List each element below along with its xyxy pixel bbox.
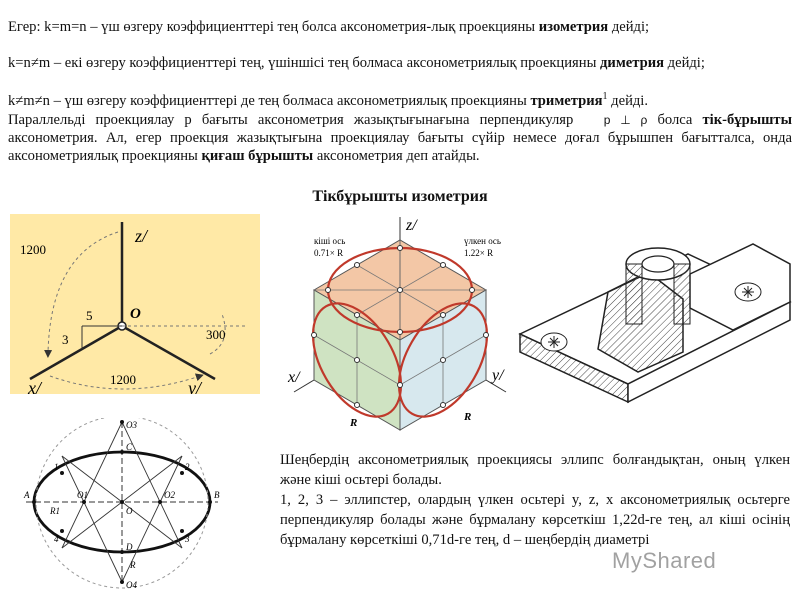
label-b: B: [214, 490, 220, 500]
p4-text-d: аксонометрия. Ал, егер проекция жазықтығ…: [8, 130, 792, 164]
label-1: 1: [54, 462, 59, 472]
p4-text-f: аксонометрия деп атайды.: [313, 148, 480, 164]
p1-end: дейді;: [608, 19, 650, 35]
p4-text-b: болса: [647, 112, 703, 128]
explanation-line-1: Шеңбердің аксонометриялық проекциясы элл…: [280, 452, 790, 488]
ellipse-explanation: Шеңбердің аксонометриялық проекциясы элл…: [266, 450, 790, 550]
term-isometry: изометрия: [538, 19, 609, 35]
angle-label-right: 300: [206, 327, 226, 342]
radius-label-left: R: [349, 417, 357, 429]
major-axis-coef: 1.22× R: [464, 248, 493, 258]
p3-text: k≠m≠n – үш өзгеру коэффициенттері де тең…: [8, 92, 531, 109]
paragraph-trimetry: k≠m≠n – үш өзгеру коэффициенттері де тең…: [8, 88, 792, 110]
label-r: R: [129, 560, 136, 570]
footnote-mark: 1: [602, 91, 608, 102]
angle-label-bottom: 1200: [110, 372, 136, 387]
explanation-line-2: 1, 2, 3 – эллипстер, олардың үлкен осьте…: [280, 492, 790, 548]
label-r1: R1: [49, 506, 60, 516]
section-title: Тікбұрышты изометрия: [312, 188, 488, 205]
cube-y-label: y/: [490, 367, 505, 384]
label-o1: O1: [77, 490, 88, 500]
watermark-logo: MyShared: [612, 548, 717, 573]
label-c: C: [126, 442, 133, 452]
paragraph-dimetry: k=n≠m – екі өзгеру коэффициенттері тең, …: [8, 54, 792, 72]
p3-end: дейді.: [607, 92, 649, 109]
cube-x-label: x/: [287, 369, 301, 386]
y-axis-label: y/: [186, 378, 203, 394]
term-rectangular: тік-бұрышты: [702, 112, 792, 128]
label-o4: O4: [126, 580, 137, 590]
paragraph-projection: Параллельді проекциялау р бағыты аксоном…: [8, 111, 792, 165]
angle-label-top: 1200: [20, 242, 46, 257]
label-d: D: [125, 542, 133, 552]
minor-axis-label: кіші ось: [314, 236, 345, 246]
z-axis-label: z/: [134, 226, 149, 246]
label-3: 3: [184, 534, 190, 544]
paragraph-isometry: Егер: k=m=n – үш өзгеру коэффициенттері …: [8, 18, 792, 36]
term-trimetry: триметрия: [530, 92, 603, 109]
ellipse-construction-figure: O3 C 1 2 A O1 O O2 B R1 D 4 3 O4 R: [22, 415, 237, 590]
label-2: 2: [185, 462, 190, 472]
p2-text: k=n≠m – екі өзгеру коэффициенттері тең, …: [8, 55, 601, 71]
dim-5: 5: [86, 308, 93, 323]
radius-label-right: R: [463, 411, 471, 423]
major-axis-label: үлкен ось: [464, 236, 501, 246]
p2-end: дейді;: [664, 55, 705, 71]
label-o3: O3: [126, 420, 137, 430]
term-dimetry: диметрия: [600, 55, 665, 71]
isometric-cube-figure: z/ x/ y/ кіші ось 0.71× R үлкен ось 1.22…: [284, 212, 516, 438]
cube-z-label: z/: [405, 217, 418, 234]
dim-3: 3: [62, 332, 69, 347]
x-axis-label: x/: [27, 378, 43, 394]
label-a: A: [23, 490, 30, 500]
perpendicular-formula: p ⊥ ρ: [603, 113, 648, 127]
minor-axis-coef: 0.71× R: [314, 248, 343, 258]
origin-label: O: [130, 306, 141, 322]
p1-text: Егер: k=m=n – үш өзгеру коэффициенттері …: [8, 19, 539, 35]
term-oblique: қиғаш бұрышты: [201, 148, 314, 164]
label-4: 4: [54, 534, 59, 544]
label-o2: O2: [164, 490, 175, 500]
label-o: O: [126, 506, 133, 516]
p4-text: Параллельді проекциялау р бағыты аксоном…: [8, 112, 574, 128]
sectioned-part-figure: [518, 234, 794, 404]
isometric-axes-figure: z/ x/ y/ O 1200 1200 300 5 3: [10, 214, 260, 398]
